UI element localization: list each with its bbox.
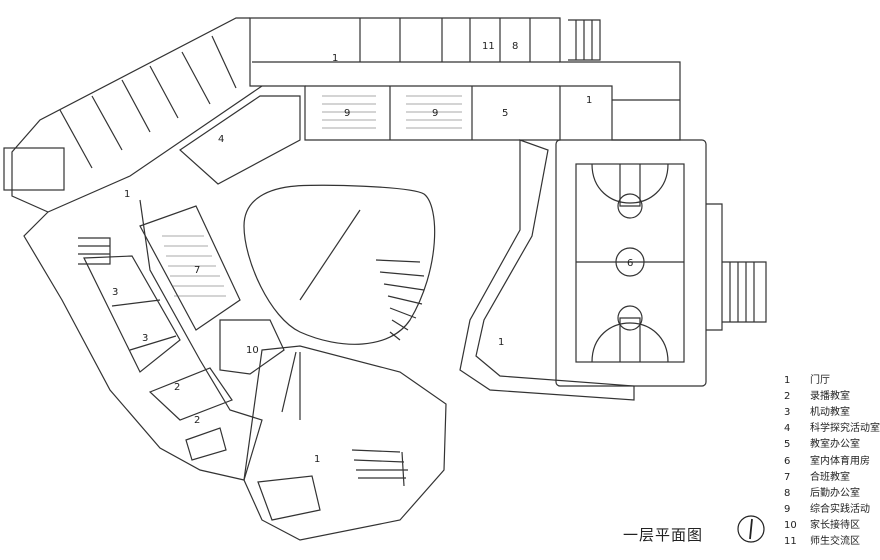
legend-item: 4 科学探究活动室 bbox=[784, 421, 880, 437]
legend-number: 7 bbox=[784, 471, 791, 483]
legend-label: 教室办公室 bbox=[810, 439, 860, 451]
legend-label: 后勤办公室 bbox=[810, 487, 860, 499]
room-label-hall-east: 1 bbox=[586, 95, 592, 106]
room-label-10: 10 bbox=[246, 345, 259, 356]
plan-title: 一层平面图 bbox=[623, 526, 704, 544]
legend-item: 7 合班教室 bbox=[784, 470, 880, 486]
legend-label: 机动教室 bbox=[810, 407, 850, 419]
legend-label: 综合实践活动 bbox=[810, 503, 870, 515]
legend-item: 2 录播教室 bbox=[784, 389, 880, 405]
east-corridor bbox=[459, 139, 635, 401]
legend-label: 家长接待区 bbox=[810, 519, 860, 531]
court-bottom-key bbox=[591, 317, 669, 363]
room-10-outline bbox=[219, 319, 285, 375]
room-label-4: 4 bbox=[218, 134, 224, 145]
north-arrow-icon bbox=[737, 515, 765, 543]
room-label-9b: 9 bbox=[432, 108, 438, 119]
room-label-9a: 9 bbox=[344, 108, 350, 119]
room-label-3a: 3 bbox=[112, 287, 118, 298]
room-label-6: 6 bbox=[627, 258, 633, 269]
legend-number: 4 bbox=[784, 423, 791, 435]
legend-label: 室内体育用房 bbox=[810, 455, 870, 467]
room-label-8: 8 bbox=[512, 41, 518, 52]
legend-item: 1 门厅 bbox=[784, 373, 880, 389]
legend-number: 6 bbox=[784, 455, 791, 467]
classroom-7 bbox=[139, 205, 241, 331]
northwest-wing-outline bbox=[11, 17, 263, 213]
room-label-hall-south: 1 bbox=[314, 454, 320, 465]
legend-label: 师生交流区 bbox=[810, 535, 860, 547]
room-label-hall-west: 1 bbox=[124, 189, 130, 200]
toilet-block bbox=[3, 147, 65, 191]
stair-sw bbox=[185, 427, 227, 461]
courtyard-steps bbox=[375, 259, 425, 341]
room-label-2b: 2 bbox=[194, 415, 200, 426]
room-label-5: 5 bbox=[502, 108, 508, 119]
court-top-key bbox=[591, 163, 669, 207]
classroom-4 bbox=[179, 95, 301, 185]
central-courtyard bbox=[243, 184, 436, 345]
room-label-hall-north: 1 bbox=[332, 53, 338, 64]
south-entrance bbox=[257, 475, 321, 521]
court-top-circle bbox=[617, 193, 643, 219]
west-classrooms bbox=[83, 255, 233, 421]
legend-number: 10 bbox=[784, 519, 797, 531]
legend-number: 9 bbox=[784, 503, 791, 515]
west-wing-outline bbox=[23, 199, 263, 481]
legend-item: 11 师生交流区 bbox=[784, 534, 880, 550]
north-block-outline bbox=[249, 17, 681, 141]
seating-7 bbox=[162, 235, 226, 297]
gym-outline bbox=[555, 139, 707, 387]
legend-label: 合班教室 bbox=[810, 471, 850, 483]
legend-item: 10 家长接待区 bbox=[784, 518, 880, 534]
court-bottom-circle bbox=[617, 305, 643, 331]
legend-item: 8 后勤办公室 bbox=[784, 486, 880, 502]
legend-number: 8 bbox=[784, 487, 791, 499]
room-label-11: 11 bbox=[482, 41, 495, 52]
stair-ne bbox=[568, 19, 601, 61]
legend-label: 科学探究活动室 bbox=[810, 423, 880, 435]
legend-label: 门厅 bbox=[810, 375, 830, 387]
room-label-7: 7 bbox=[194, 265, 200, 276]
east-bleachers bbox=[706, 203, 767, 331]
south-hall-ramp bbox=[281, 351, 301, 420]
legend-number: 1 bbox=[784, 375, 791, 387]
legend-number: 2 bbox=[784, 391, 791, 403]
seating-9a bbox=[322, 95, 376, 129]
seating-9b bbox=[406, 95, 462, 129]
stair-nw bbox=[78, 237, 111, 265]
legend-item: 5 教室办公室 bbox=[784, 437, 880, 453]
legend-number: 3 bbox=[784, 407, 791, 419]
room-label-2a: 2 bbox=[174, 382, 180, 393]
north-block-walls bbox=[252, 18, 680, 140]
legend-item: 9 综合实践活动 bbox=[784, 502, 880, 518]
legend-item: 3 机动教室 bbox=[784, 405, 880, 421]
legend-item: 6 室内体育用房 bbox=[784, 453, 880, 469]
courtyard-diagonal bbox=[299, 209, 361, 301]
room-label-hall-court: 1 bbox=[498, 337, 504, 348]
legend-number: 5 bbox=[784, 439, 791, 451]
northwest-wing-rooms bbox=[59, 35, 237, 169]
legend-number: 11 bbox=[784, 535, 797, 547]
basketball-court bbox=[575, 163, 685, 363]
legend-label: 录播教室 bbox=[810, 391, 850, 403]
court-center-circle bbox=[615, 247, 645, 277]
room-label-3b: 3 bbox=[142, 333, 148, 344]
south-hall-stairs bbox=[351, 449, 408, 487]
south-hall-outline bbox=[243, 345, 447, 541]
